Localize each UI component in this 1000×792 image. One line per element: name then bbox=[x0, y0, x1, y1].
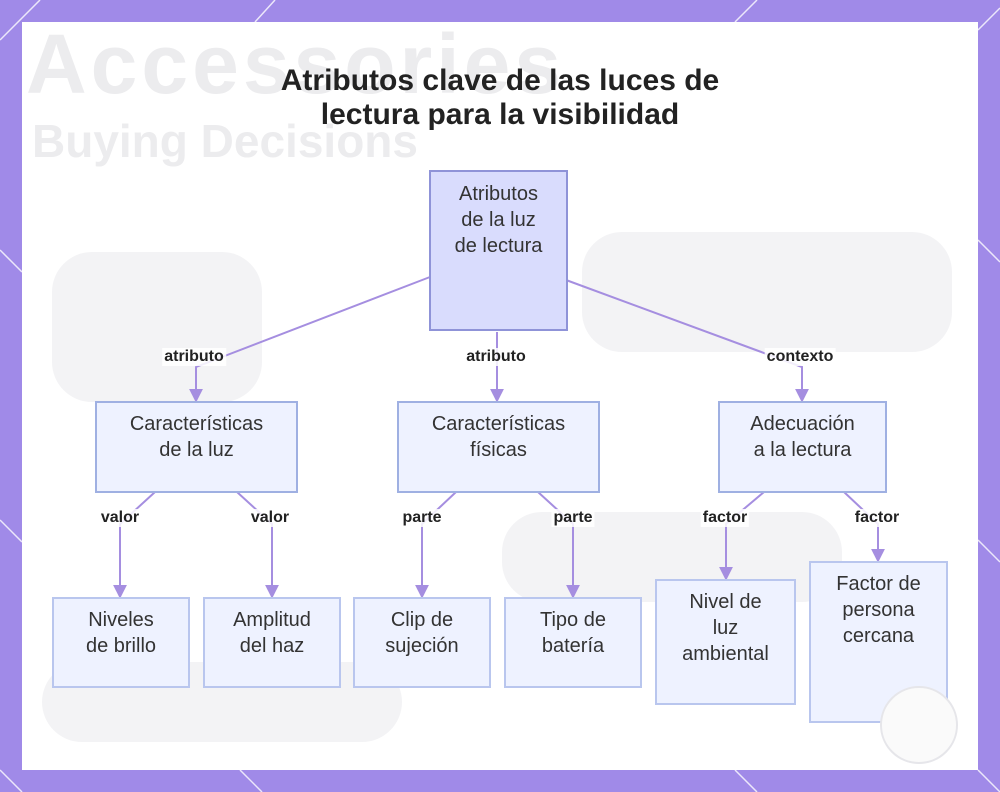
node-ambient-light: Nivel de luz ambiental bbox=[655, 579, 796, 705]
node-physical-characteristics: Características físicas bbox=[397, 401, 600, 493]
edge-physical-battery bbox=[538, 492, 573, 596]
node-root: Atributos de la luz de lectura bbox=[429, 170, 568, 331]
node-reading-suitability-label: Adecuación a la lectura bbox=[750, 411, 855, 463]
edge-label-root-suitability: contexto bbox=[765, 348, 836, 366]
node-clip: Clip de sujeción bbox=[353, 597, 491, 688]
edge-label-light-beam: valor bbox=[249, 509, 291, 527]
watermark-seal bbox=[880, 686, 958, 764]
edge-label-light-brightness: valor bbox=[99, 509, 141, 527]
node-nearby-person-label: Factor de persona cercana bbox=[836, 571, 920, 649]
edge-label-root-light: atributo bbox=[162, 348, 226, 366]
edge-label-root-physical: atributo bbox=[464, 348, 528, 366]
node-physical-characteristics-label: Características físicas bbox=[432, 411, 565, 463]
node-battery-type: Tipo de batería bbox=[504, 597, 642, 688]
edge-suitability-ambient bbox=[726, 492, 764, 578]
node-light-characteristics: Características de la luz bbox=[95, 401, 298, 493]
node-reading-suitability: Adecuación a la lectura bbox=[718, 401, 887, 493]
edge-label-suitability-ambient: factor bbox=[701, 509, 749, 527]
node-root-label: Atributos de la luz de lectura bbox=[455, 181, 543, 259]
node-brightness-levels-label: Niveles de brillo bbox=[86, 607, 156, 659]
node-clip-label: Clip de sujeción bbox=[385, 607, 458, 659]
edge-physical-clip bbox=[422, 492, 456, 596]
node-brightness-levels: Niveles de brillo bbox=[52, 597, 190, 688]
node-battery-type-label: Tipo de batería bbox=[540, 607, 606, 659]
diagram-canvas: Accessories Buying Decisions Atributos c… bbox=[22, 22, 978, 770]
edge-label-physical-battery: parte bbox=[551, 509, 594, 527]
edge-light-beam bbox=[237, 492, 272, 596]
node-beam-width-label: Amplitud del haz bbox=[233, 607, 311, 659]
edge-root-light bbox=[196, 277, 430, 400]
edge-label-physical-clip: parte bbox=[400, 509, 443, 527]
node-light-characteristics-label: Características de la luz bbox=[130, 411, 263, 463]
edge-label-suitability-nearby: factor bbox=[853, 509, 901, 527]
node-beam-width: Amplitud del haz bbox=[203, 597, 341, 688]
node-ambient-light-label: Nivel de luz ambiental bbox=[682, 589, 769, 667]
edge-light-brightness bbox=[120, 492, 155, 596]
edge-root-suitability bbox=[566, 280, 802, 400]
